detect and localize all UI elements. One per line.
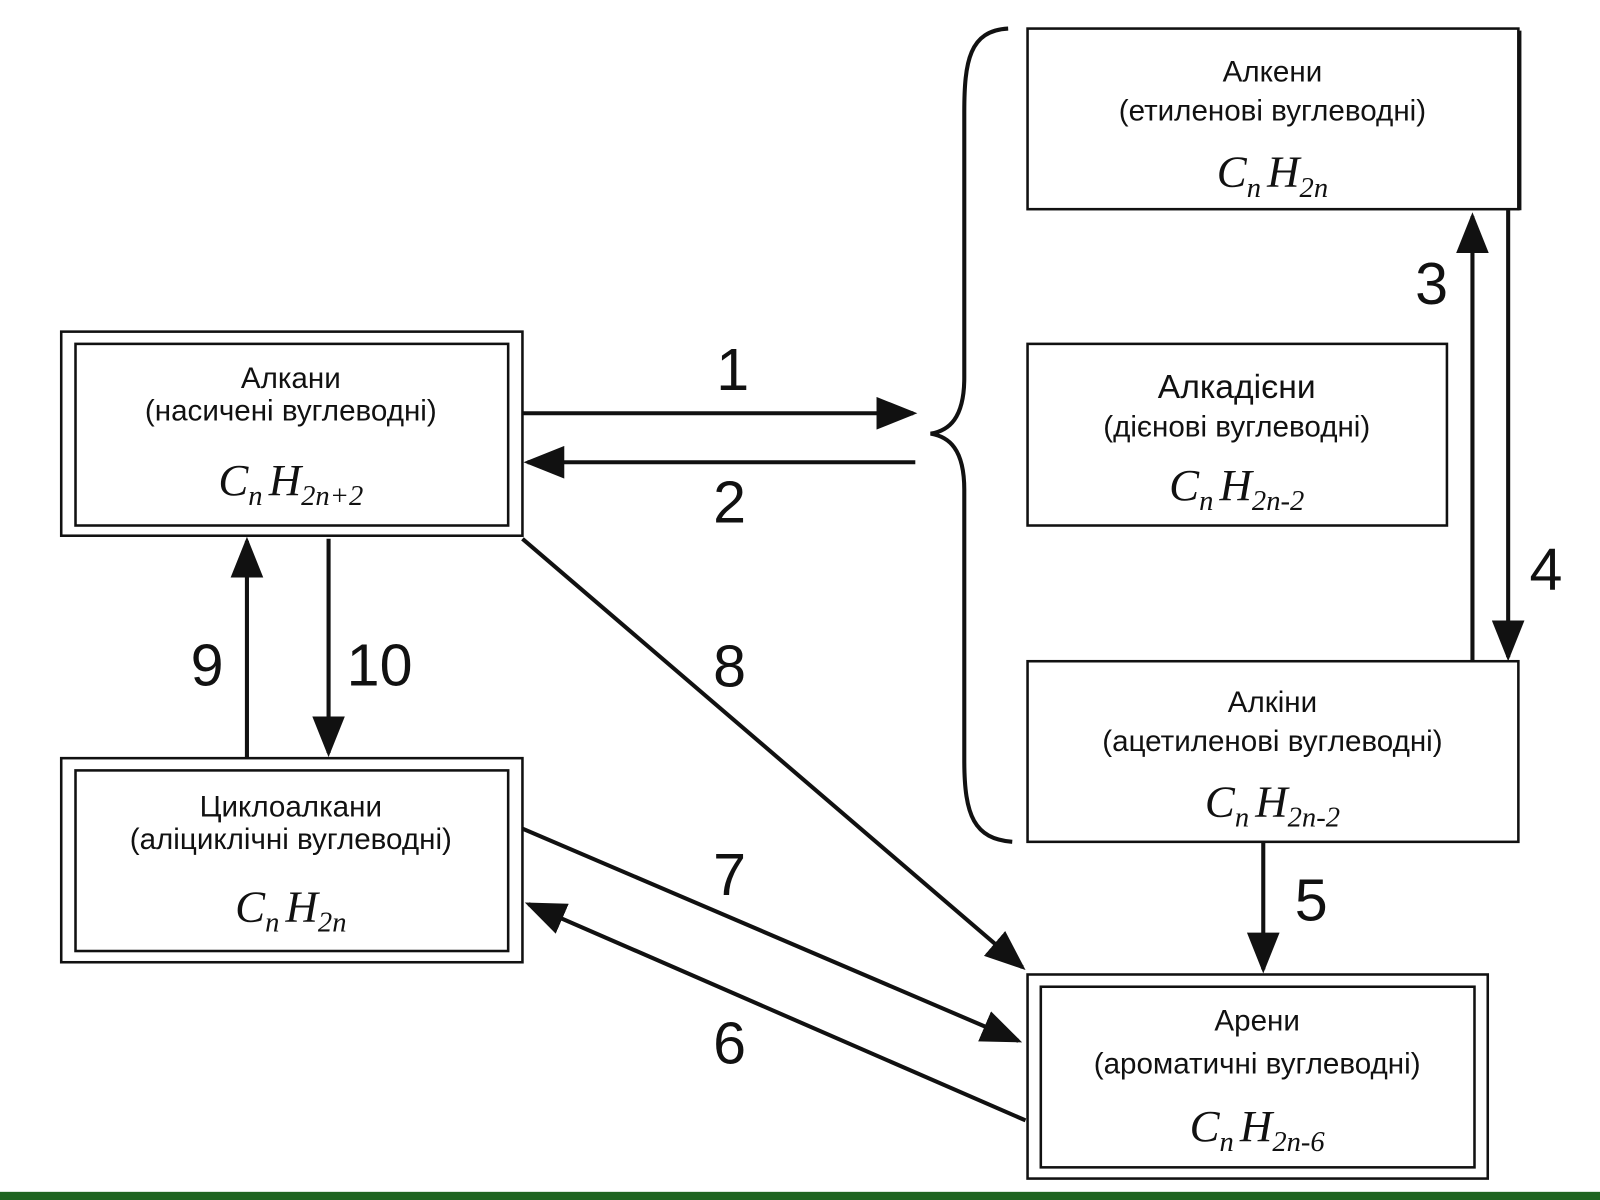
arrow-label-7: 7 — [713, 841, 746, 908]
arrow-label-5: 5 — [1295, 866, 1328, 933]
node-title: Алкадієни — [1158, 369, 1316, 406]
arrow-label-3: 3 — [1415, 250, 1448, 317]
node-description: (етиленові вуглеводні) — [1119, 94, 1426, 127]
arrow-label-8: 8 — [713, 633, 746, 700]
node-description: (дієнові вуглеводні) — [1103, 411, 1370, 444]
node-title: Алкени — [1223, 56, 1323, 89]
node-description: (аліциклічні вуглеводні) — [130, 823, 452, 856]
arrow-label-9: 9 — [191, 632, 224, 699]
node-title: Алкіни — [1228, 686, 1317, 719]
grouping-brace — [930, 26, 1013, 844]
footer-bar — [0, 1191, 1600, 1200]
node-title: Алкани — [241, 362, 341, 395]
arrow-label-2: 2 — [713, 468, 746, 535]
arrow-label-6: 6 — [713, 1009, 746, 1076]
arrow-7 — [521, 826, 1023, 1043]
arrow-label-1: 1 — [716, 336, 749, 403]
node-title: Циклоалкани — [200, 790, 382, 823]
arrow-label-10: 10 — [347, 632, 413, 699]
arrow-8 — [521, 537, 1026, 971]
node-description: (насичені вуглеводні) — [145, 394, 437, 427]
arrow-label-4: 4 — [1529, 536, 1562, 603]
node-description: (ацетиленові вуглеводні) — [1102, 725, 1442, 758]
node-title: Арени — [1214, 1005, 1300, 1038]
node-description: (ароматичні вуглеводні) — [1094, 1047, 1421, 1080]
arrow-6 — [524, 902, 1027, 1123]
